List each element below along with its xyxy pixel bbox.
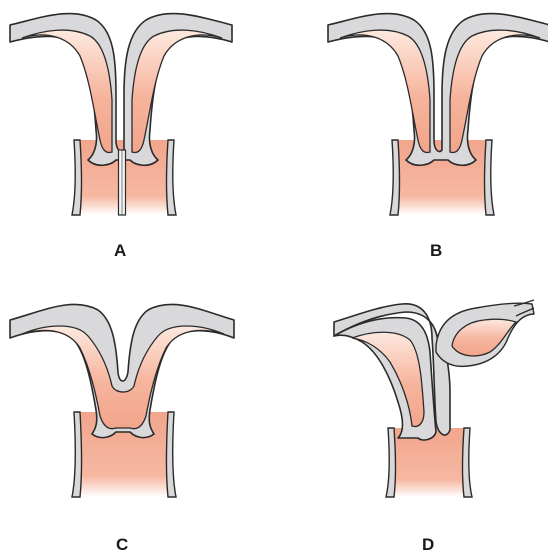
uterine-cavity-right [132, 30, 222, 152]
uterine-cavity [22, 326, 224, 429]
uterine-cavity-left [340, 30, 430, 152]
vaginal-wall-left [390, 140, 400, 215]
vaginal-wall-right [167, 140, 177, 215]
uterine-cavity-right [450, 30, 540, 152]
vaginal-wall-right [463, 428, 473, 497]
panel-label-b: B [430, 241, 442, 260]
vaginal-wall-left [72, 412, 82, 497]
vaginal-wall-right [167, 412, 177, 497]
vaginal-wall-left [72, 140, 82, 215]
panel-d: D [334, 300, 534, 552]
uterine-cavity [352, 332, 424, 426]
uterine-cavity-left [22, 30, 112, 152]
panel-a: A [10, 14, 232, 260]
panel-label-c: C [116, 535, 128, 552]
panel-b: B [328, 14, 548, 260]
vaginal-wall-right [485, 140, 495, 215]
panel-label-a: A [114, 241, 126, 260]
panel-c: C [10, 304, 234, 552]
panel-label-d: D [422, 535, 434, 552]
vaginal-wall-left [386, 428, 396, 497]
